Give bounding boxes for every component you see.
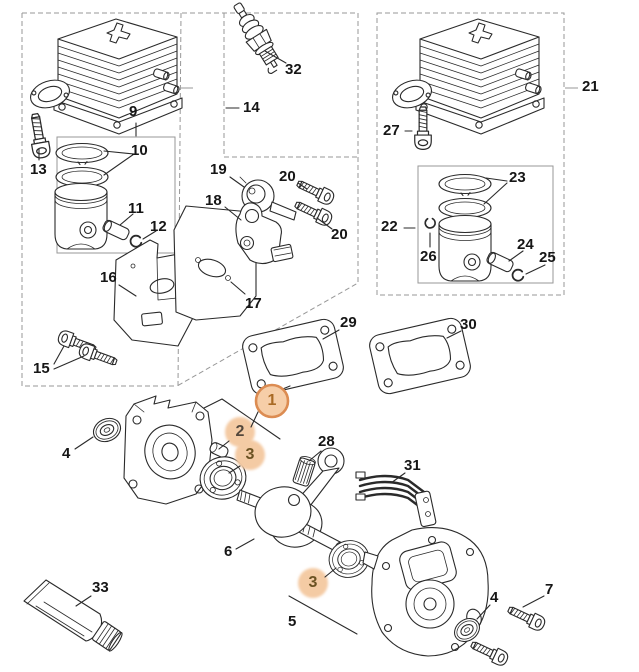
leader-lines xyxy=(38,50,546,635)
callout-15: 15 xyxy=(33,360,50,377)
cylinder-right-drawing xyxy=(388,18,545,135)
callout-12: 12 xyxy=(150,218,167,235)
piston-kit-box-right xyxy=(417,165,554,284)
callout-7: 7 xyxy=(545,581,554,598)
oil-seal-left-drawing xyxy=(89,413,125,447)
callout-4-right: 4 xyxy=(490,589,499,606)
callout-6: 6 xyxy=(224,543,233,560)
callout-30: 30 xyxy=(460,316,477,333)
callout-4-left: 4 xyxy=(62,445,71,462)
callout-33: 33 xyxy=(92,579,109,596)
piston-rings-left-drawing xyxy=(55,142,109,190)
sealant-tube-drawing xyxy=(23,579,123,652)
highlight-label-1[interactable]: 1 xyxy=(267,392,277,409)
callout-11: 11 xyxy=(128,200,144,217)
highlight-label-3-upper[interactable]: 3 xyxy=(245,446,255,463)
callout-5: 5 xyxy=(288,613,297,630)
callout-21: 21 xyxy=(582,78,599,95)
woodruff-key-drawing xyxy=(209,442,229,458)
callout-19: 19 xyxy=(210,161,227,178)
callout-17: 17 xyxy=(245,295,262,312)
callout-26: 26 xyxy=(420,248,437,265)
needle-bearing-drawing xyxy=(292,456,316,487)
circlip-left-drawing xyxy=(129,234,143,248)
crankcase-clutch-side-drawing xyxy=(123,395,213,505)
piston-left-drawing xyxy=(54,182,108,250)
callout-20a: 20 xyxy=(279,168,296,185)
callout-18: 18 xyxy=(205,192,222,209)
highlight-circle-1[interactable] xyxy=(254,383,290,419)
screw-7b-drawing xyxy=(468,636,511,668)
callout-31: 31 xyxy=(404,457,421,474)
callout-10: 10 xyxy=(131,142,148,159)
highlight-circle-3-lower[interactable] xyxy=(298,568,328,598)
callout-14: 14 xyxy=(243,99,260,116)
callout-9: 9 xyxy=(129,103,138,120)
callout-27: 27 xyxy=(383,122,400,139)
spark-plug-drawing xyxy=(233,2,279,74)
callout-32: 32 xyxy=(285,61,302,78)
group-box-left xyxy=(21,12,359,387)
highlight-circle-3-upper[interactable] xyxy=(235,440,265,470)
bolt-20a-drawing xyxy=(294,175,337,207)
highlight-label-2[interactable]: 2 xyxy=(235,423,245,440)
callout-29: 29 xyxy=(340,314,357,331)
piston-right-drawing xyxy=(438,214,492,282)
cylinder-left-drawing xyxy=(26,18,183,135)
screw-7a-drawing xyxy=(505,601,548,633)
carb-bracket-18-drawing xyxy=(235,202,294,265)
group-box-right xyxy=(376,12,578,296)
callout-13: 13 xyxy=(30,161,47,178)
callout-22: 22 xyxy=(381,218,398,235)
callout-25: 25 xyxy=(539,249,556,266)
highlight-circle-2[interactable] xyxy=(225,417,255,447)
circlip-25-drawing xyxy=(511,268,525,282)
callout-20b: 20 xyxy=(331,226,348,243)
piston-rings-right-drawing xyxy=(438,173,492,221)
baffle-31-drawing xyxy=(355,471,437,528)
highlight-leaders xyxy=(218,411,337,578)
callout-28: 28 xyxy=(318,433,335,450)
callout-16: 16 xyxy=(100,269,117,286)
gasket-30-drawing xyxy=(366,315,474,397)
highlight-label-3-lower[interactable]: 3 xyxy=(308,574,318,591)
callout-24: 24 xyxy=(517,236,534,253)
circlip-26-drawing xyxy=(423,216,437,230)
callout-23: 23 xyxy=(509,169,526,186)
